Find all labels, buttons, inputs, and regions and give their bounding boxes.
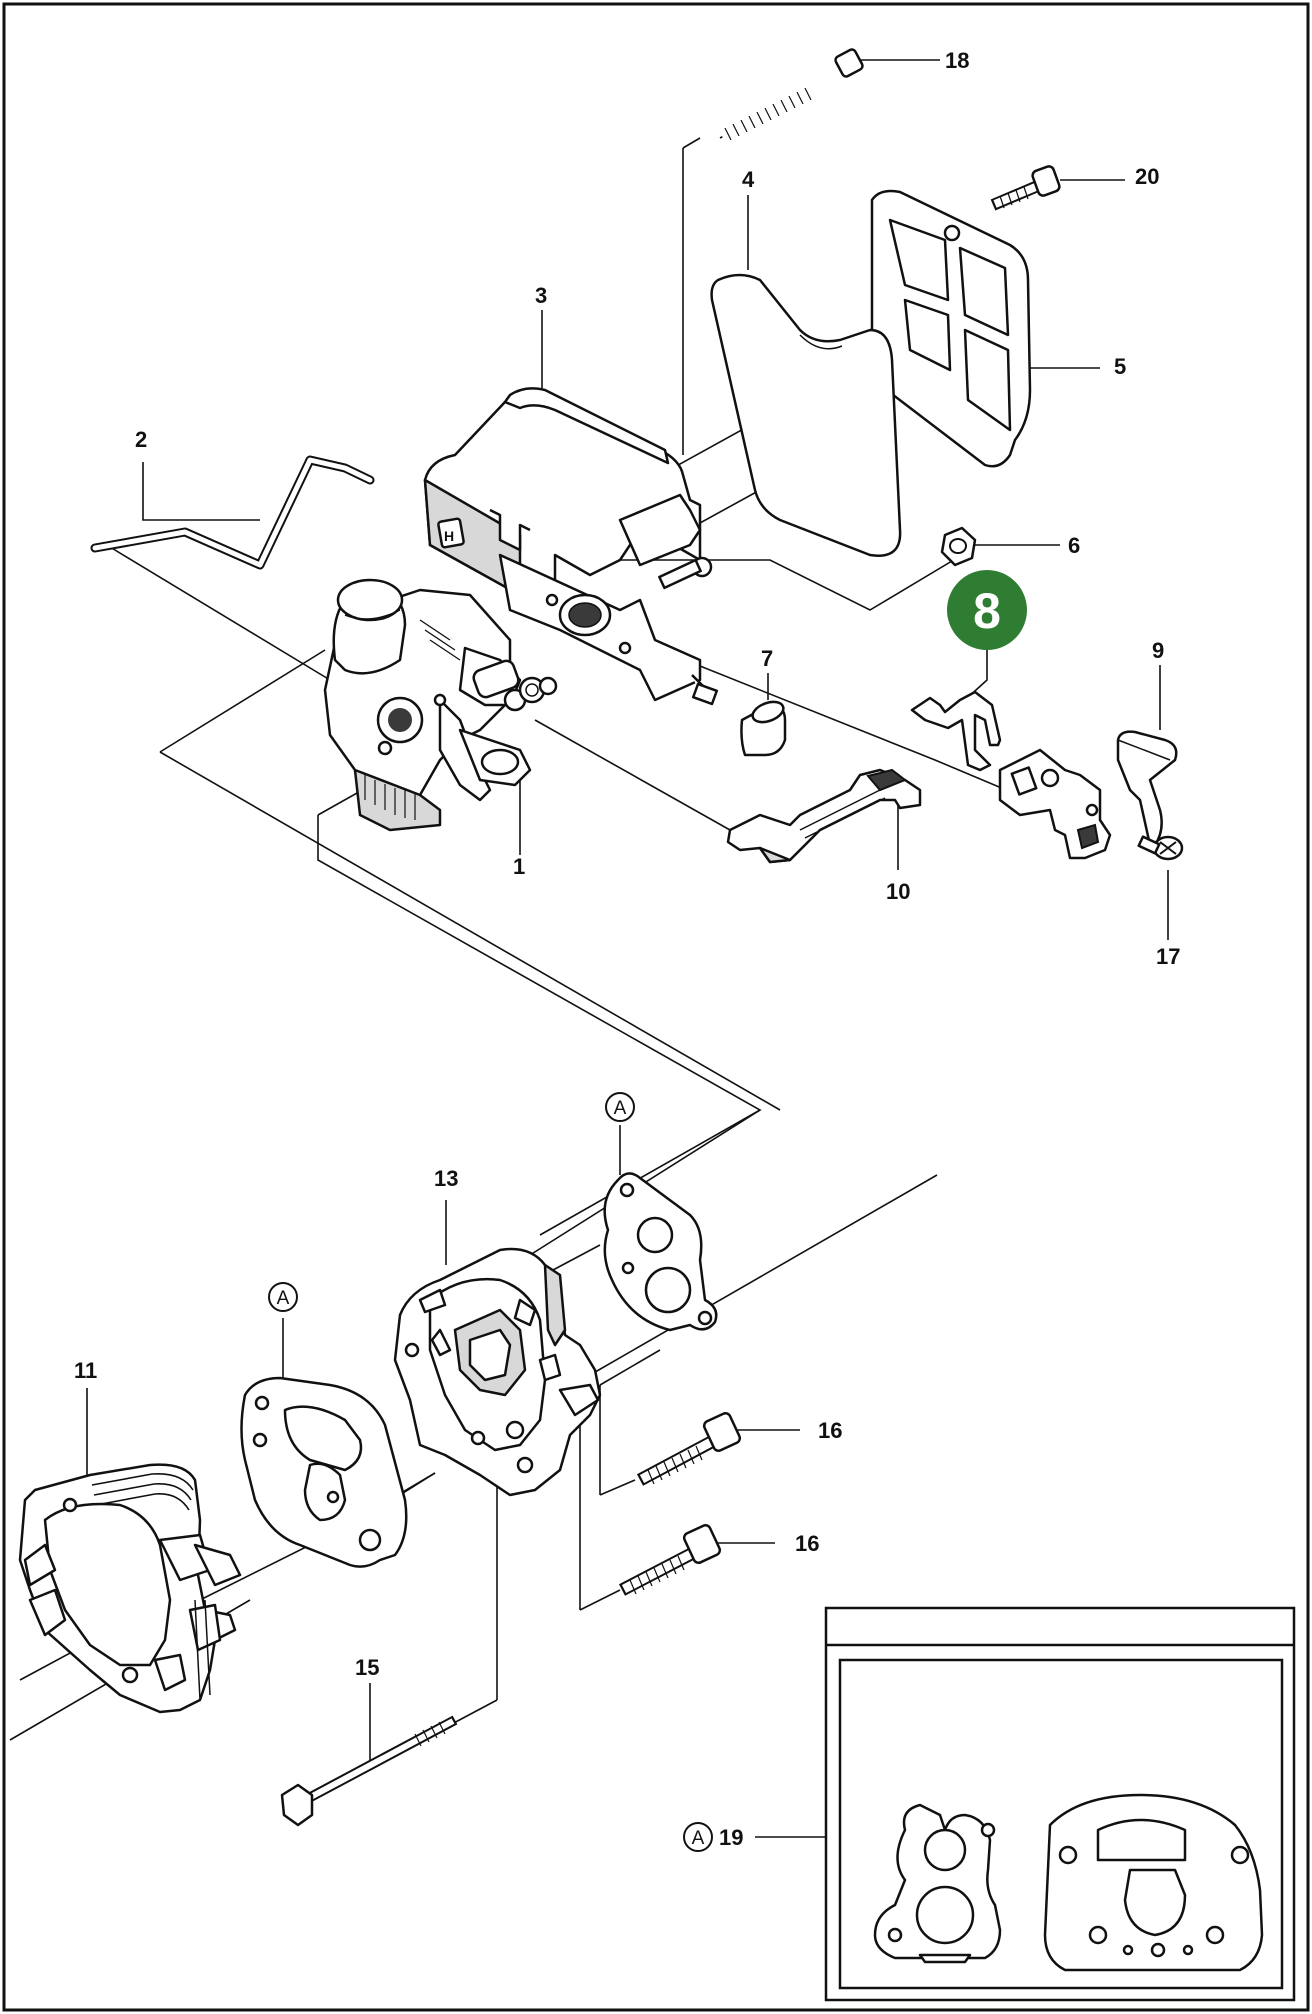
label-10[interactable]: 10 xyxy=(886,879,910,904)
reference-mark-a-upper: A xyxy=(605,1092,635,1122)
reference-mark-a-lower: A xyxy=(268,1282,298,1312)
part-13-intake-adapter xyxy=(393,1247,602,1497)
part-20-screw xyxy=(990,165,1061,211)
part-18-long-screw xyxy=(719,48,864,141)
label-17[interactable]: 17 xyxy=(1156,944,1180,969)
part-4-filter-element xyxy=(710,273,902,557)
label-18[interactable]: 18 xyxy=(945,48,969,73)
label-13[interactable]: 13 xyxy=(434,1166,458,1191)
label-6[interactable]: 6 xyxy=(1068,533,1080,558)
label-16-lower[interactable]: 16 xyxy=(795,1531,819,1556)
part-17-screw xyxy=(1137,835,1184,861)
label-7[interactable]: 7 xyxy=(761,646,773,671)
label-15[interactable]: 15 xyxy=(355,1655,379,1680)
label-9[interactable]: 9 xyxy=(1152,638,1164,663)
label-1[interactable]: 1 xyxy=(513,854,525,879)
label-2[interactable]: 2 xyxy=(135,427,147,452)
svg-text:A: A xyxy=(277,1288,290,1309)
part-8-bracket xyxy=(910,690,1002,772)
throttle-housing xyxy=(998,748,1112,860)
part-1-carburetor xyxy=(323,578,558,832)
gasket-a-upper xyxy=(603,1172,718,1332)
label-5[interactable]: 5 xyxy=(1114,354,1126,379)
svg-text:A: A xyxy=(692,1828,705,1849)
brand-logo: H xyxy=(444,528,454,544)
label-11[interactable]: 11 xyxy=(74,1358,97,1383)
part-16-bolt-lower xyxy=(618,1523,722,1596)
part-number-labels: 18 20 4 3 5 2 6 9 7 1 10 17 13 11 16 16 … xyxy=(74,48,1180,1850)
svg-text:A: A xyxy=(614,1098,627,1119)
part-2-choke-rod xyxy=(90,455,375,570)
part-16-bolt-upper xyxy=(636,1411,742,1486)
label-19[interactable]: 19 xyxy=(719,1825,743,1850)
part-11-insulator xyxy=(18,1463,242,1714)
label-3[interactable]: 3 xyxy=(535,283,547,308)
highlight-badge-part-8[interactable]: 8 xyxy=(947,570,1027,650)
part-6-nut xyxy=(940,526,977,567)
gasket-a-lower xyxy=(240,1376,408,1568)
label-4[interactable]: 4 xyxy=(742,167,755,192)
kit-inset-box xyxy=(824,1606,1296,2002)
part-7-rubber-bushing xyxy=(740,700,787,757)
reference-mark-a-kit: A xyxy=(683,1822,713,1852)
part-10-linkage xyxy=(726,768,922,864)
part-9-choke-lever xyxy=(1116,730,1178,847)
part-15-long-bolt xyxy=(280,1715,458,1827)
label-16-upper[interactable]: 16 xyxy=(818,1418,842,1443)
part-3-filter-housing: H xyxy=(423,387,719,706)
label-20[interactable]: 20 xyxy=(1135,164,1159,189)
highlight-label: 8 xyxy=(973,583,1001,639)
